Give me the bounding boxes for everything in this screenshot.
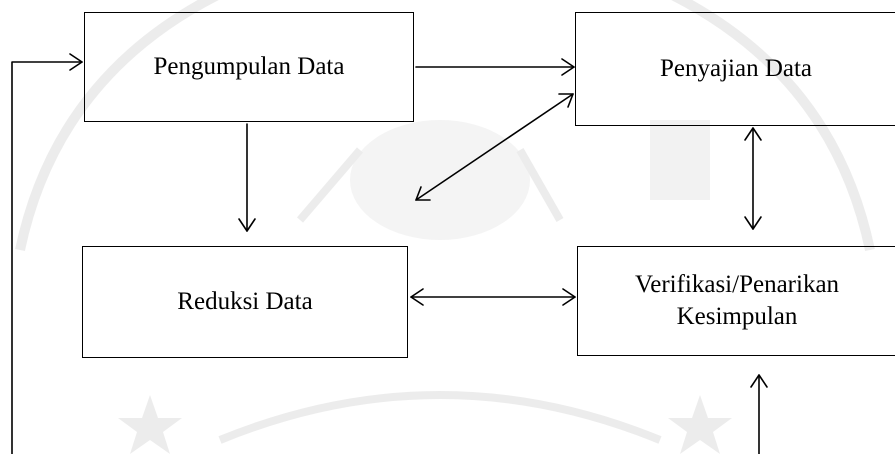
arrow-feedback-loop [11, 61, 83, 454]
arrowhead-reduksi-left [410, 288, 424, 306]
arrowhead-diagonal-top [558, 93, 574, 108]
label-reduksi-data: Reduksi Data [177, 287, 313, 315]
label-verifikasi-group: Verifikasi/Penarikan Kesimpulan [635, 269, 839, 334]
label-penyajian-data: Penyajian Data [659, 54, 813, 82]
label-verifikasi-line2: Kesimpulan [676, 303, 798, 330]
arrowhead-pengumpulan-left [69, 53, 83, 71]
box-pengumpulan-data: Pengumpulan Data [84, 12, 414, 122]
arrowhead-reduksi-top [238, 218, 256, 232]
arrowhead-verifikasi-right [562, 288, 576, 306]
box-penyajian-data: Penyajian Data [575, 12, 895, 126]
arrowhead-verifikasi-bottom [750, 374, 768, 388]
label-verifikasi-line1: Verifikasi/Penarikan [634, 270, 840, 298]
label-pengumpulan-data: Pengumpulan Data [153, 52, 345, 80]
arrowhead-verifikasi-down [744, 216, 762, 230]
arrow-penyajian-reduksi-diagonal [415, 93, 574, 201]
box-reduksi-data: Reduksi Data [82, 246, 408, 358]
arrowhead-diagonal-bottom [415, 186, 431, 201]
box-verifikasi-kesimpulan: Verifikasi/Penarikan Kesimpulan [577, 246, 895, 356]
arrowhead-penyajian [561, 58, 575, 76]
arrowhead-verifikasi-up [744, 127, 762, 141]
